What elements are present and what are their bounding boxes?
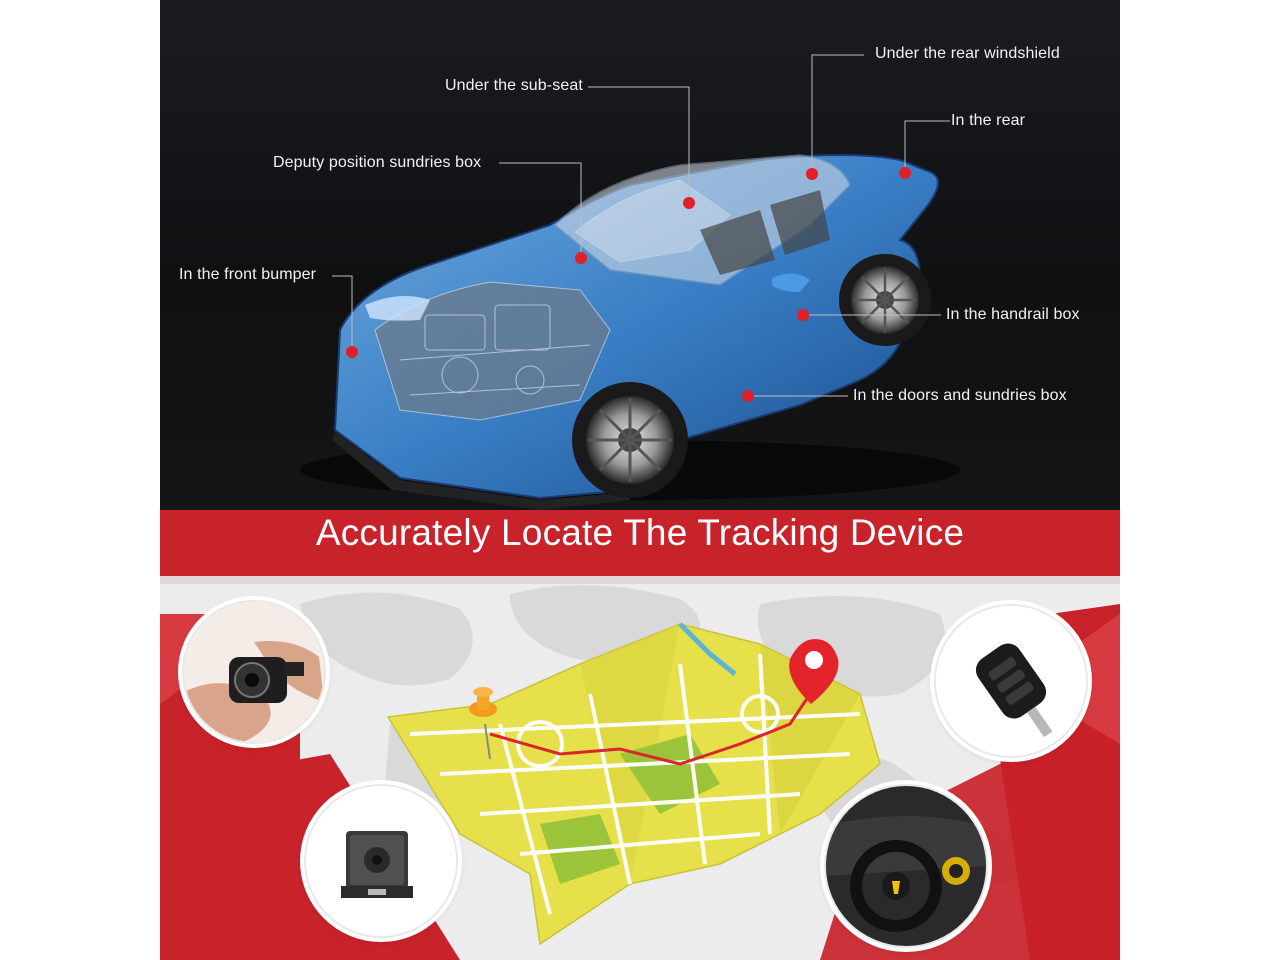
callout-sub-seat: Under the sub-seat bbox=[445, 77, 583, 94]
car-diagram-section: Under the rear windshield Under the sub-… bbox=[160, 0, 1120, 510]
pinhole-camera-icon bbox=[304, 784, 458, 938]
car-interior-icon bbox=[824, 784, 988, 948]
product-image-panel: Under the rear windshield Under the sub-… bbox=[160, 0, 1120, 960]
callout-handrail-box: In the handrail box bbox=[946, 306, 1080, 323]
map-devices-section bbox=[160, 584, 1120, 960]
callout-deputy-box: Deputy position sundries box bbox=[273, 154, 482, 171]
banner-title: Accurately Locate The Tracking Device bbox=[315, 512, 965, 553]
callout-rear-windshield: Under the rear windshield bbox=[875, 45, 1060, 62]
folded-map-icon bbox=[386, 622, 881, 946]
title-banner bbox=[160, 510, 1120, 576]
mini-camera-icon bbox=[182, 600, 326, 744]
banner-underline bbox=[160, 576, 1120, 584]
callout-doors-box: In the doors and sundries box bbox=[853, 387, 1067, 404]
orange-pushpin-icon bbox=[469, 687, 497, 760]
car-key-fob-icon bbox=[934, 604, 1088, 758]
red-location-pin-icon bbox=[789, 639, 839, 704]
callout-rear: In the rear bbox=[951, 112, 1026, 129]
callout-front-bumper: In the front bumper bbox=[179, 266, 317, 283]
car-cutaway-illustration bbox=[300, 54, 960, 510]
